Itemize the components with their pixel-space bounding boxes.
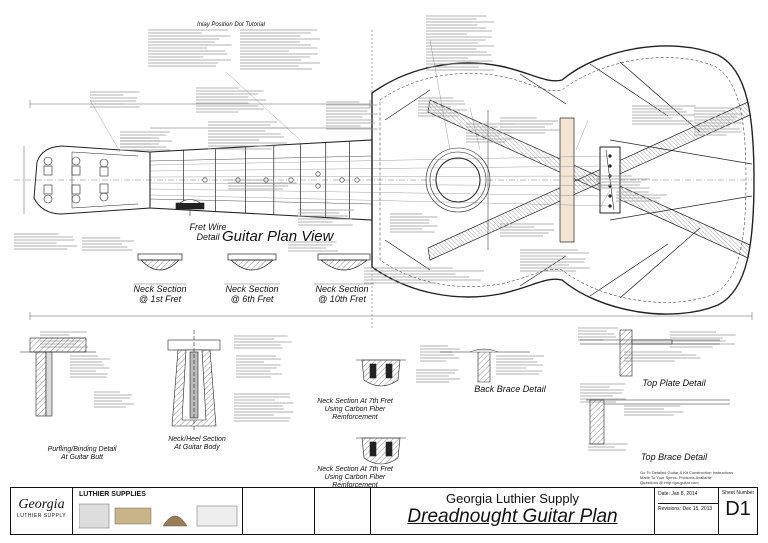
note-text-block (496, 355, 544, 375)
plan-title-cell: Georgia Luthier Supply Dreadnought Guita… (371, 488, 655, 534)
note-text-block (390, 213, 438, 233)
back-brace-title: Back Brace Detail (474, 384, 546, 394)
note-text-block (670, 331, 736, 348)
supplies-illustration (79, 503, 238, 529)
note-text-block (14, 233, 78, 250)
strings (149, 155, 611, 207)
note-text-block (694, 107, 744, 136)
note-text-block (364, 267, 484, 284)
note-text-block (228, 179, 297, 190)
purfling-binding-drawing (20, 337, 96, 417)
braces (384, 61, 753, 299)
annotation-notes (14, 15, 744, 518)
note-text-block (580, 383, 626, 403)
note-text-block (588, 443, 628, 451)
top-brace-title: Top Brace Detail (640, 452, 708, 462)
neck-section-profile (134, 253, 186, 285)
notes-col-1 (243, 488, 315, 534)
notes-col-2 (315, 488, 371, 534)
note-text-block (416, 369, 460, 383)
note-text-block (208, 121, 288, 150)
brand-logo: Georgia LUTHIER SUPPLY (11, 488, 73, 534)
neck-section-profile (314, 253, 374, 285)
note-text-block (70, 355, 110, 378)
fret-wire-title: Fret Wire Detail (189, 222, 227, 242)
plan-view (14, 30, 755, 330)
note-text-block (466, 123, 514, 143)
note-text-block (520, 249, 590, 272)
note-text-block (326, 101, 378, 130)
note-text-block (148, 29, 232, 67)
note-text-block (196, 87, 266, 113)
inlay-dots (202, 171, 360, 189)
neck-heel-drawing (167, 330, 221, 430)
neck-section-10th: Neck Section@ 10th Fret (315, 284, 369, 304)
note-text-block (234, 393, 294, 422)
bridge (599, 146, 621, 214)
note-text-block (298, 209, 354, 226)
note-text-block (234, 335, 292, 349)
note-text-block (624, 405, 684, 416)
title-block: Georgia LUTHIER SUPPLY LUTHIER SUPPLIES … (10, 487, 758, 535)
top-brace-drawing (586, 399, 730, 445)
note-text-block (632, 105, 696, 125)
note-text-block (596, 175, 650, 189)
sheet-number-cell: Sheet Number D1 (721, 490, 755, 520)
note-text-block (82, 237, 134, 251)
date-cell: Date: Jan 8, 2014 Revisions: Dec 15, 201… (655, 488, 719, 534)
top-plate-drawing (580, 329, 720, 377)
neck-section-6th: Neck Section@ 6th Fret (225, 284, 279, 304)
neck-section-profile (224, 253, 280, 285)
note-text-block (120, 137, 160, 148)
fret-wire-detail (175, 199, 205, 216)
carbon-fiber-sections (356, 359, 406, 465)
plan-view-title: Guitar Plan View (222, 228, 334, 245)
soundhole (425, 147, 491, 213)
note-text-block (616, 191, 668, 202)
inlay-tutorial-title: Inlay Position Dot Tutorial (197, 22, 265, 28)
note-text-block (94, 391, 134, 408)
note-text-block (624, 351, 701, 362)
note-text-block (500, 117, 560, 134)
top-plate-title: Top Plate Detail (642, 378, 706, 388)
note-text-block (240, 29, 320, 70)
headstock (33, 145, 151, 215)
luthier-supplies-ad: LUTHIER SUPPLIES (73, 488, 243, 534)
note-text-block (578, 327, 618, 341)
note-text-block (236, 355, 282, 378)
note-text-block (420, 345, 460, 362)
note-text-block (500, 223, 555, 237)
note-text-block (90, 91, 140, 108)
neck-section-profiles (134, 253, 374, 285)
credit-notes: Go To Detailed Guitar & Kit Construction… (640, 470, 734, 485)
back-brace-drawing (440, 348, 530, 383)
body-outline (371, 45, 755, 315)
neck-section-1st: Neck Section@ 1st Fret (133, 284, 187, 304)
note-text-block (288, 241, 338, 252)
note-text-block (426, 15, 494, 71)
